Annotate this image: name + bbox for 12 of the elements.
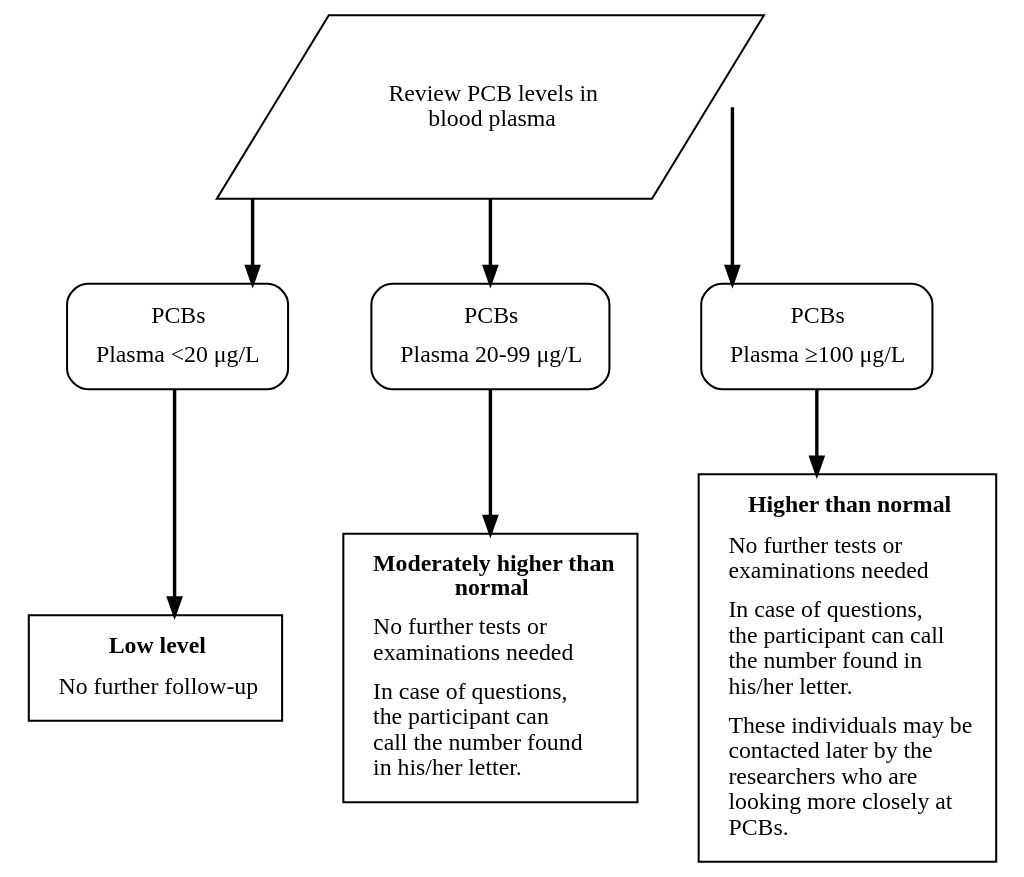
arrow (243, 199, 261, 289)
arrow (481, 199, 499, 289)
arrow (723, 107, 741, 289)
arrow (481, 389, 499, 539)
arrow (165, 389, 183, 621)
node-box: Low level No further follow-up (27, 614, 283, 722)
arrow (808, 389, 825, 480)
node-box: PCBs Plasma <20 μg/L (65, 282, 289, 391)
node-box: Moderately higher than normal No further tests or examinations needed In case of questions, the participant can call the number found in his/her letter. (341, 532, 638, 804)
node-box: PCBs Plasma 20-99 μg/L (369, 282, 610, 391)
node-box: Higher than normal No further tests or examinations needed In case of questions, the participant can call the number found in his/her letter. These individuals may be contacted later by the researchers who are looking more closely at PCBs. (697, 473, 997, 863)
node-box: PCBs Plasma ≥100 μg/L (699, 282, 933, 391)
